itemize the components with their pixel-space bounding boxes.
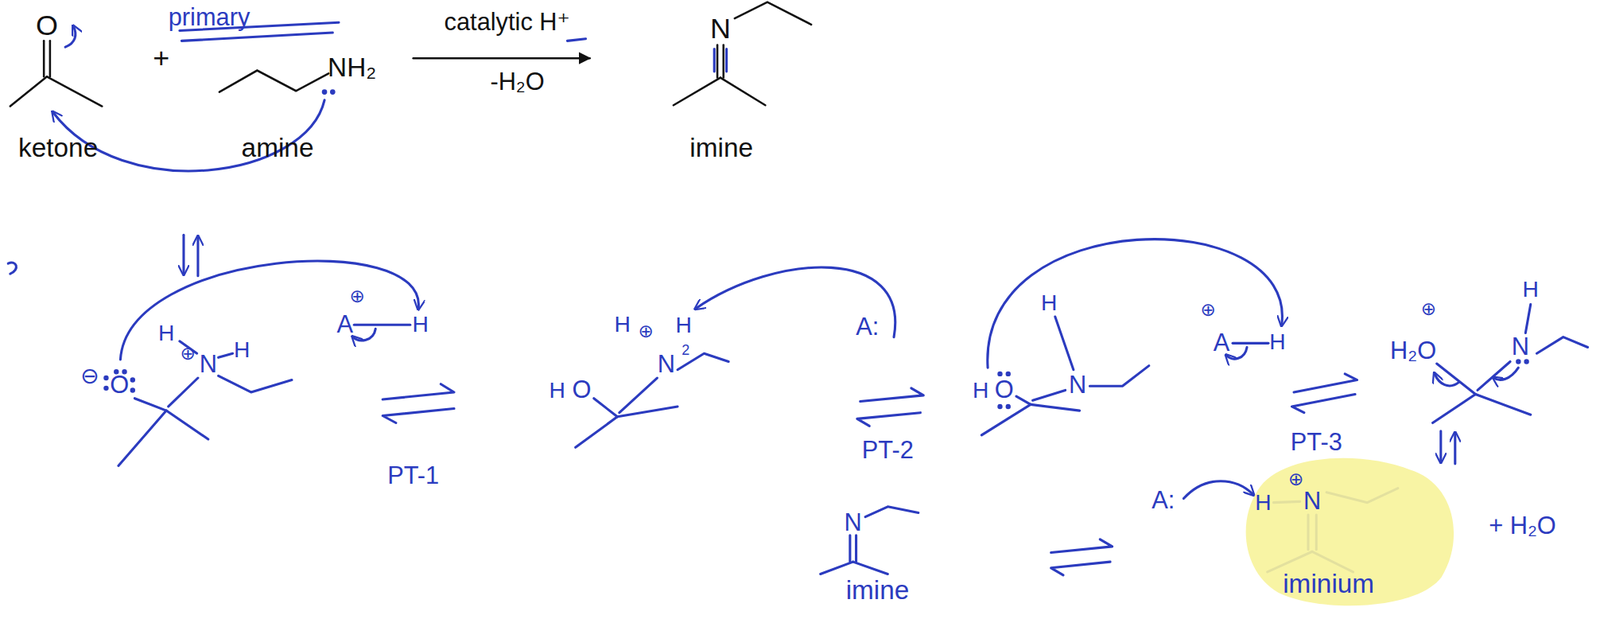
text-label: N	[199, 352, 218, 377]
text-label: N	[1511, 334, 1530, 360]
text-label: ⊕	[1421, 299, 1437, 319]
text-label: ⊖	[80, 364, 100, 387]
text-label: N	[657, 352, 676, 377]
text-label: H	[233, 337, 250, 361]
text-label: iminium	[1282, 570, 1375, 597]
text-label: O	[35, 11, 59, 40]
text-label: H	[411, 312, 428, 335]
text-label: ⊕	[638, 322, 654, 341]
text-label: primary	[168, 4, 251, 30]
text-label: 2	[681, 343, 690, 358]
text-label: + H₂O	[1488, 512, 1557, 538]
text-label: imine	[846, 576, 910, 603]
text-label: PT-1	[387, 463, 439, 489]
text-label: H	[548, 378, 565, 401]
text-label: ⊕	[349, 287, 365, 307]
text-label: O	[994, 377, 1014, 403]
text-label: H₂O	[1390, 338, 1437, 364]
text-label: A	[1213, 330, 1231, 356]
text-label: ⊕	[1200, 301, 1216, 320]
text-label: NH₂	[327, 54, 377, 81]
text-label: H	[1269, 329, 1286, 352]
text-label: H	[675, 313, 692, 336]
text-label: N	[1303, 489, 1321, 514]
text-label: N	[1068, 372, 1087, 397]
text-label: H	[614, 312, 631, 335]
text-label: +	[152, 43, 170, 73]
text-label: O	[571, 377, 591, 403]
text-label: PT-2	[862, 437, 914, 463]
text-label: A:	[855, 314, 879, 339]
text-label: A:	[1151, 487, 1175, 513]
text-label: -H₂O	[489, 69, 544, 94]
text-label: O	[109, 372, 129, 397]
text-label: H	[1040, 291, 1057, 314]
text-label: imine	[689, 134, 754, 161]
text-label: amine	[241, 134, 315, 161]
text-label: ketone	[18, 134, 98, 161]
text-label: ⊕	[179, 345, 195, 364]
text-label: A	[336, 312, 354, 338]
text-label: H	[972, 378, 989, 401]
text-label: H	[1254, 490, 1271, 513]
text-label: PT-3	[1290, 429, 1343, 455]
text-label: catalytic H⁺	[444, 10, 571, 35]
text-label: N	[710, 14, 731, 43]
text-label: ⊕	[1288, 470, 1304, 490]
text-label: N	[844, 510, 863, 536]
text-label: H	[1522, 277, 1539, 300]
text-label: H	[158, 321, 175, 344]
